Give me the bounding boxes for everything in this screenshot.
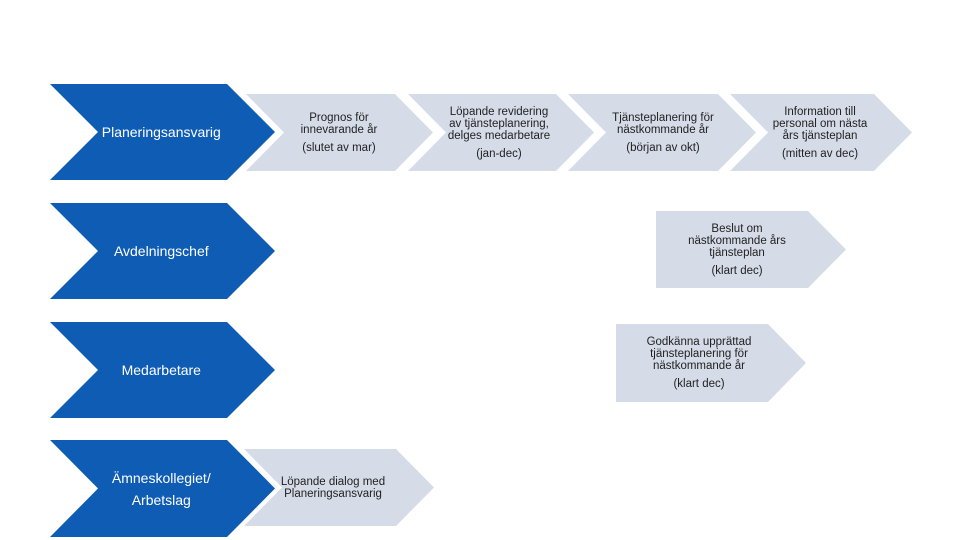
role-chevron-avdelningschef [50, 203, 275, 299]
step-chevron-information [730, 94, 912, 171]
step-chevron-prognos [246, 94, 433, 171]
role-chevron-planeringsansvarig [50, 84, 275, 180]
step-chevron-beslut [656, 211, 846, 288]
step-chevron-lopande-revidering [408, 94, 594, 171]
step-chevron-lopande-dialog [244, 449, 434, 526]
step-chevron-tjansteplanering [568, 94, 756, 171]
step-chevron-godkanna [616, 324, 806, 402]
role-chevron-medarbetare [50, 322, 275, 418]
role-chevron-amneskollegiet [50, 440, 275, 537]
